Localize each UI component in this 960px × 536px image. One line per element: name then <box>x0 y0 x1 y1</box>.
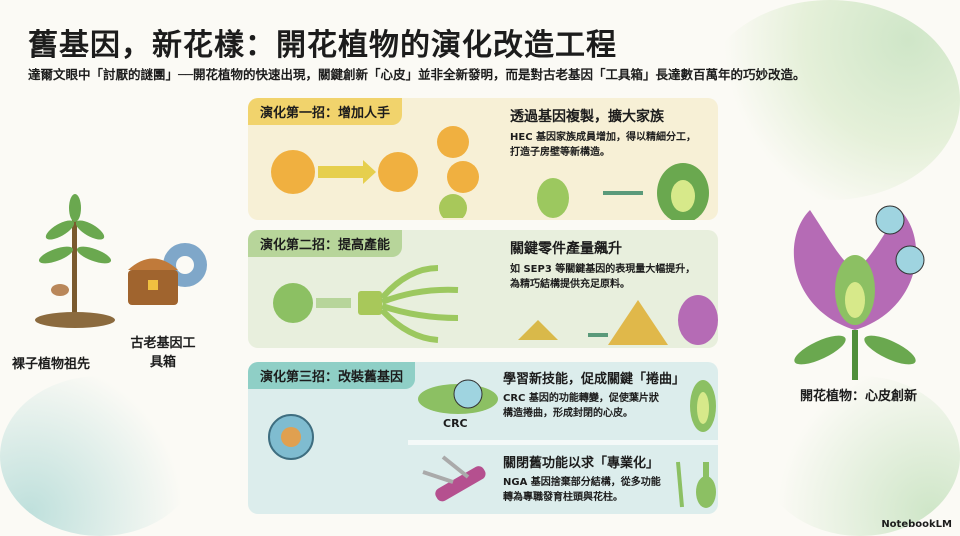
step-3a-text: 學習新技能，促成關鍵「捲曲」 CRC 基因的功能轉變，促使葉片狀構造捲曲，形成封… <box>503 368 685 421</box>
gene-expression-icon <box>273 265 459 343</box>
step-3b-desc: NGA 基因捨棄部分結構，從多功能轉為專職發育柱頭與花柱。 <box>503 477 661 503</box>
step-2-text: 關鍵零件產量飆升 如 SEP3 等關鍵基因的表現量大幅提升，為精巧結構提供充足原… <box>510 238 700 292</box>
step-1-tag: 演化第一招：增加人手 <box>248 98 403 125</box>
step-2-tag: 演化第二招：提高產能 <box>248 230 403 257</box>
step-1-text: 透過基因複製，擴大家族 HEC 基因家族成員增加，得以精細分工，打造子房壁等新構… <box>510 106 700 160</box>
step-3-tag: 演化第三招：改裝舊基因 <box>248 362 416 389</box>
step-3a-heading: 學習新技能，促成關鍵「捲曲」 <box>503 372 686 387</box>
step-2-heading: 關鍵零件產量飆升 <box>510 241 622 257</box>
leaf-crc-icon <box>418 379 498 414</box>
background-wash <box>700 0 960 200</box>
plant-ancestor-icon <box>35 194 115 328</box>
divider <box>408 440 718 445</box>
step-1-desc: HEC 基因家族成員增加，得以精細分工，打造子房壁等新構造。 <box>510 132 697 158</box>
crc-label: CRC <box>443 417 468 430</box>
carpel-curl-icon <box>690 380 716 432</box>
step-1-heading: 透過基因複製，擴大家族 <box>510 109 664 125</box>
flower-icon <box>793 205 925 380</box>
step-3b-heading: 關閉舊功能以求「專業化」 <box>503 456 660 471</box>
pocket-knife-icon <box>422 455 486 502</box>
style-stigma-icon <box>676 461 716 508</box>
page-title: 舊基因，新花樣：開花植物的演化改造工程 <box>28 28 617 63</box>
background-wash <box>0 376 200 536</box>
step-2-panel: 演化第二招：提高產能 關鍵零件產量飆升 如 SEP3 等關鍵基因的表現量大幅提升… <box>248 230 718 348</box>
step-3a-desc: CRC 基因的功能轉變，促使葉片狀構造捲曲，形成封閉的心皮。 <box>503 393 659 419</box>
toolbox-label: 古老基因工具箱 <box>130 336 196 370</box>
gene-duplication-icon <box>271 126 479 218</box>
flower-building-blocks-icon <box>518 295 718 345</box>
ancestor-label: 裸子植物祖先 <box>12 357 91 372</box>
background-wash <box>760 376 960 536</box>
step-3b-text: 關閉舊功能以求「專業化」 NGA 基因捨棄部分結構，從多功能轉為專職發育柱頭與花… <box>503 452 668 505</box>
step-2-desc: 如 SEP3 等關鍵基因的表現量大幅提升，為精巧結構提供充足原料。 <box>510 264 696 290</box>
step-3-panel: 演化第三招：改裝舊基因 CRC 學習新技能，促成關鍵「捲曲」 CRC 基因的功能… <box>248 362 718 514</box>
flower-label: 開花植物：心皮創新 <box>800 389 918 404</box>
subtitle: 達爾文眼中「討厭的謎團」──開花植物的快速出現，關鍵創新「心皮」並非全新發明，而… <box>28 67 806 82</box>
brand-label: NotebookLM <box>881 519 952 530</box>
toolbox-icon <box>128 243 207 305</box>
ovary-development-icon <box>537 163 709 220</box>
gene-gear-icon <box>268 414 314 460</box>
step-1-panel: 演化第一招：增加人手 透過基因複製，擴大家族 HEC 基因家族成員增加，得以精細… <box>248 98 718 220</box>
